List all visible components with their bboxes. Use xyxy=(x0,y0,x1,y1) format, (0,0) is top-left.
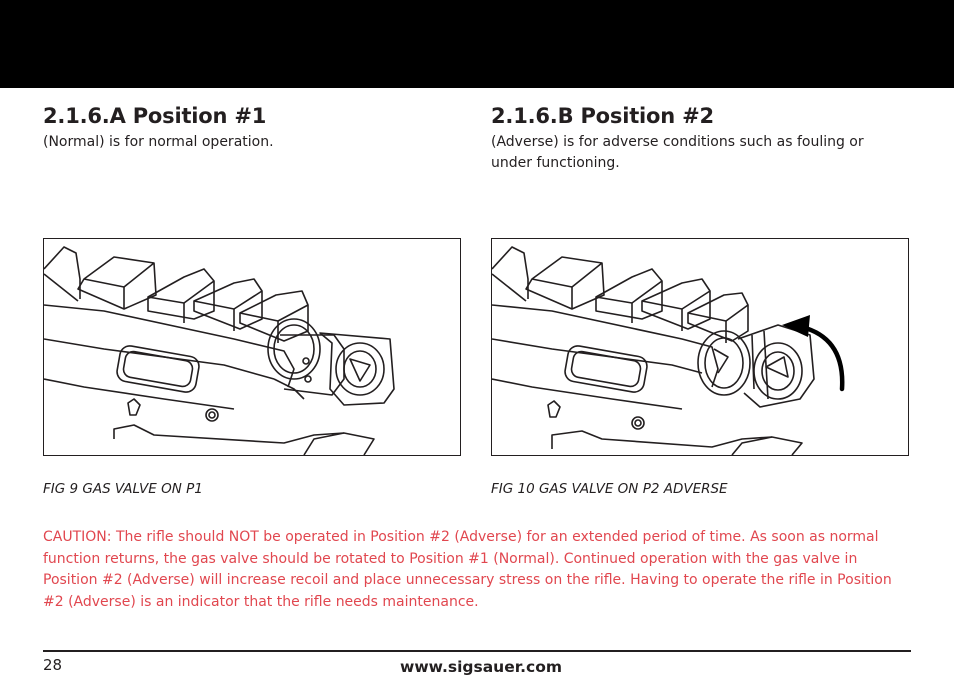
figure-gas-valve-p1 xyxy=(43,238,461,456)
section-heading-position-1: 2.1.6.A Position #1 xyxy=(43,104,267,128)
header-bar xyxy=(0,0,954,88)
section-description-position-2: (Adverse) is for adverse conditions such… xyxy=(491,134,864,171)
rifle-gas-valve-normal-illustration xyxy=(44,246,395,455)
footer-divider xyxy=(43,650,911,652)
caution-paragraph: CAUTION: The rifle should NOT be operate… xyxy=(43,529,892,610)
figure-gas-valve-p2 xyxy=(491,238,909,456)
page-number: 28 xyxy=(43,656,63,674)
section-heading-position-2: 2.1.6.B Position #2 xyxy=(491,104,714,128)
figure-caption-10: FIG 10 GAS VALVE ON P2 ADVERSE xyxy=(491,481,728,497)
rifle-gas-valve-adverse-illustration xyxy=(492,246,845,455)
website-link[interactable]: www.sigsauer.com xyxy=(400,658,563,676)
figure-caption-9: FIG 9 GAS VALVE ON P1 xyxy=(43,481,203,497)
section-description-position-1: (Normal) is for normal operation. xyxy=(43,134,274,150)
